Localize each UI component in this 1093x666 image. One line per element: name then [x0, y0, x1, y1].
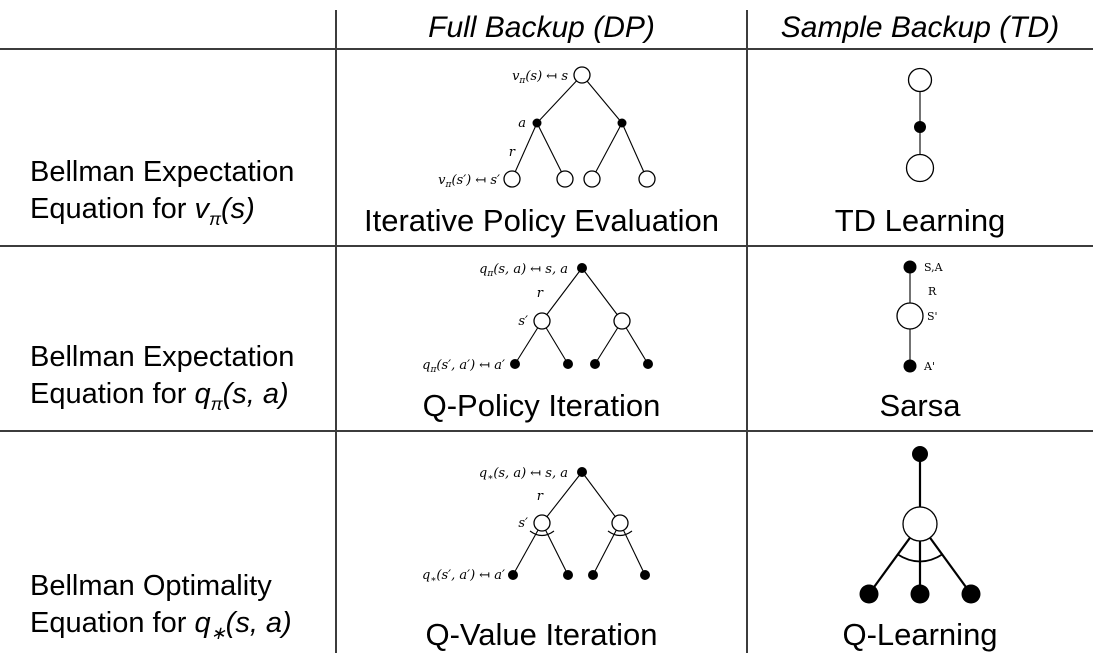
header-empty-cell [0, 0, 336, 50]
state-action-node [903, 260, 917, 274]
q-star-full-backup-diagram: q∗(s, a) ↤ s, a r s′ q∗(s′, a′) ↤ a′ [422, 466, 650, 585]
column1-divider-line [335, 10, 337, 653]
row-label-line2: Equation for qπ(s, a) [30, 378, 289, 414]
cell-iterative-policy-evaluation: vπ(s) ↤ s a r vπ(s′) ↤ s′ Iterative Poli… [336, 50, 747, 246]
reward-label: r [536, 286, 543, 301]
column-header-full-backup: Full Backup (DP) [336, 0, 747, 50]
next-action-node [859, 584, 879, 604]
sample-backup-header-text: Sample Backup (TD) [780, 11, 1060, 44]
sarsa-diagram-area: S,A R S' A' [870, 246, 970, 388]
next-action-node [562, 359, 573, 369]
next-action-node [961, 584, 981, 604]
next-action-node [507, 570, 518, 580]
next-action-node [639, 570, 650, 580]
next-action-node [509, 359, 520, 369]
root-update-label: qπ(s, a) ↤ s, a [479, 262, 568, 279]
next-action-label: A' [923, 360, 935, 373]
caption-iterative-policy-evaluation: Iterative Policy Evaluation [364, 203, 719, 238]
full-backup-header-text: Full Backup (DP) [428, 11, 655, 44]
tree-edges [510, 74, 648, 179]
q-pi-backup-diagram-area: qπ(s, a) ↤ s, a r s′ qπ(s′, a′) ↤ a′ [422, 246, 662, 388]
next-action-node [910, 584, 930, 604]
next-state-node [612, 312, 631, 330]
q-learning-sample-backup-diagram [859, 446, 981, 604]
state-action-node [576, 263, 587, 273]
next-action-node [642, 359, 653, 369]
state-action-node [912, 446, 928, 462]
state-node [907, 67, 933, 92]
max-arc [896, 553, 944, 563]
column-header-sample-backup: Sample Backup (TD) [747, 0, 1093, 50]
state-action-node [576, 467, 587, 477]
reward-label: r [536, 489, 543, 504]
next-state-node [555, 169, 574, 188]
caption-q-value-iteration: Q-Value Iteration [425, 617, 658, 652]
next-state-label: S' [927, 310, 938, 323]
next-state-label: s′ [518, 314, 528, 329]
row-label-bellman-expectation-v: Bellman Expectation Equation for vπ(s) [0, 50, 336, 246]
row-label-line1: Bellman Expectation [30, 341, 295, 374]
caption-q-learning: Q-Learning [842, 617, 998, 652]
header-divider-line [0, 48, 1093, 50]
next-state-node [502, 169, 521, 188]
leaf-update-label: qπ(s′, a′) ↤ a′ [422, 358, 505, 375]
row-label-line2: Equation for q∗(s, a) [30, 607, 292, 643]
state-action-label: S,A [924, 261, 944, 274]
q-star-backup-diagram-area: q∗(s, a) ↤ s, a r s′ q∗(s′, a′) ↤ a′ [422, 431, 662, 617]
action-node [617, 118, 626, 127]
leaf-update-label: vπ(s′) ↤ s′ [438, 173, 500, 190]
action-node [914, 120, 926, 133]
next-action-node [589, 359, 600, 369]
next-state-node [905, 153, 935, 182]
next-state-node [532, 312, 551, 330]
root-update-label: q∗(s, a) ↤ s, a [478, 466, 567, 483]
action-node [532, 118, 541, 127]
cell-sarsa: S,A R S' A' Sarsa [747, 246, 1093, 431]
tree-edges [512, 471, 645, 576]
q-pi-full-backup-diagram: qπ(s, a) ↤ s, a r s′ qπ(s′, a′) ↤ a′ [422, 262, 653, 375]
next-action-node [903, 359, 917, 373]
cell-q-policy-iteration: qπ(s, a) ↤ s, a r s′ qπ(s′, a′) ↤ a′ Q-P… [336, 246, 747, 431]
next-action-node [587, 570, 598, 580]
next-state-node [637, 169, 656, 188]
row-label-line2: Equation for vπ(s) [30, 193, 255, 229]
v-pi-full-backup-diagram: vπ(s) ↤ s a r vπ(s′) ↤ s′ [438, 65, 656, 190]
q-learning-diagram-area [859, 431, 981, 617]
sarsa-sample-backup-diagram: S,A R S' A' [896, 260, 944, 373]
reward-label: r [508, 145, 515, 160]
max-arc [607, 530, 632, 537]
row-label-line1: Bellman Optimality [30, 570, 272, 603]
td-learning-sample-backup-diagram [905, 67, 935, 182]
state-node [572, 65, 591, 84]
row-label-bellman-optimality-q: Bellman Optimality Equation for q∗(s, a) [0, 431, 336, 666]
caption-td-learning: TD Learning [834, 203, 1006, 238]
caption-sarsa: Sarsa [879, 388, 961, 423]
next-action-node [562, 570, 573, 580]
next-state-label: s′ [518, 516, 528, 531]
max-arc [529, 530, 554, 537]
row-label-line1: Bellman Expectation [30, 156, 295, 189]
next-state-node [532, 514, 551, 532]
cell-td-learning: TD Learning [747, 50, 1093, 246]
column2-divider-line [746, 10, 748, 653]
row-label-bellman-expectation-q: Bellman Expectation Equation for qπ(s, a… [0, 246, 336, 431]
v-pi-backup-diagram-area: vπ(s) ↤ s a r vπ(s′) ↤ s′ [422, 50, 662, 203]
next-state-node [582, 169, 601, 188]
next-state-node [610, 514, 629, 532]
cell-q-value-iteration: q∗(s, a) ↤ s, a r s′ q∗(s′, a′) ↤ a′ Q-V… [336, 431, 747, 666]
row1-divider-line [0, 245, 1093, 247]
row2-divider-line [0, 430, 1093, 432]
caption-q-policy-iteration: Q-Policy Iteration [422, 388, 661, 423]
next-state-node [896, 302, 924, 330]
leaf-update-label: q∗(s′, a′) ↤ a′ [422, 568, 505, 585]
td-learning-diagram-area [888, 50, 952, 203]
action-label: a [518, 116, 526, 131]
next-state-node [902, 506, 938, 542]
reward-label: R [928, 285, 937, 298]
root-update-label: vπ(s) ↤ s [512, 69, 568, 86]
cell-q-learning: Q-Learning [747, 431, 1093, 666]
